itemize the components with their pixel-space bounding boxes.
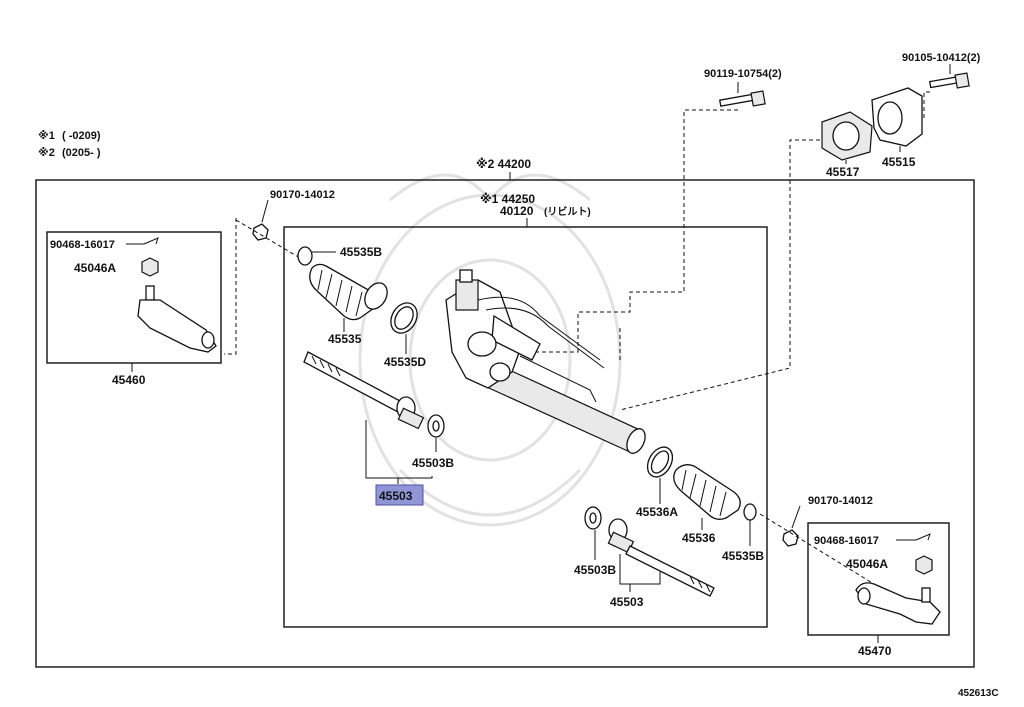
label-45503B-right: 45503B [574, 563, 616, 577]
dash-left-axis [235, 219, 301, 259]
note-1-mark: ※1 [38, 130, 55, 142]
assembly-frame-44250 [283, 226, 768, 628]
clamp-45535B-top [297, 246, 336, 266]
label-45503-right: 45503 [610, 595, 644, 609]
tie-rod-end-right [855, 533, 941, 625]
label-90170-right: 90170-14012 [808, 495, 873, 507]
label-45535B-bottom: 45535B [722, 549, 764, 563]
label-90119: 90119-10754(2) [704, 68, 782, 80]
bracket-45503-right [619, 554, 661, 585]
label-44250: ※1 44250 [480, 192, 535, 206]
label-45536A: 45536A [636, 505, 678, 519]
assembly-frame-44200 [35, 179, 975, 668]
label-45517: 45517 [826, 165, 860, 179]
rack-end-left [303, 351, 425, 430]
label-44200: ※2 44200 [476, 157, 531, 171]
clamp-45536A [646, 446, 674, 504]
label-45460: 45460 [112, 373, 146, 387]
bracket-45515 [871, 87, 923, 152]
note-2-mark: ※2 [38, 147, 55, 159]
label-45503-selected[interactable]: 45503 [379, 489, 413, 503]
label-45515: 45515 [882, 155, 916, 169]
label-90170-left: 90170-14012 [270, 189, 335, 201]
label-45046A-right: 45046A [846, 557, 888, 571]
label-40120: 40120 [500, 204, 534, 218]
label-45535D: 45535D [384, 355, 426, 369]
clamp-45535D [390, 302, 418, 354]
dash-bolt-right [923, 91, 930, 120]
bolt-90119 [718, 82, 766, 107]
dash-bolt-left [535, 109, 738, 353]
label-40120-note: (リビルト) [544, 205, 591, 218]
tie-rod-end-left [126, 237, 217, 353]
boot-45535 [309, 263, 388, 332]
rack-end-right [607, 518, 715, 597]
clamp-45535B-bottom [743, 503, 757, 546]
label-45535B-top: 45535B [340, 245, 382, 259]
washer-45503B-right [584, 506, 602, 560]
dash-left-end [224, 218, 237, 355]
label-45470: 45470 [858, 644, 892, 658]
boot-45536 [673, 464, 741, 530]
note-2-text: (0205- ) [62, 147, 101, 159]
dash-bracket [619, 139, 820, 411]
label-90468-left: 90468-16017 [50, 239, 115, 251]
label-45503B-left: 45503B [412, 456, 454, 470]
label-90468-right: 90468-16017 [814, 535, 879, 547]
bracket-45517 [821, 111, 873, 164]
highlight-45503 [375, 484, 424, 506]
nut-90170-right [782, 505, 801, 547]
label-45536: 45536 [682, 531, 716, 545]
label-45046A-left: 45046A [74, 261, 116, 275]
washer-45503B-left [427, 414, 445, 452]
note-1-text: ( -0209) [62, 130, 101, 142]
nut-90170-left [252, 199, 269, 241]
tie-rod-end-box-left [46, 231, 222, 364]
label-45535: 45535 [328, 332, 362, 346]
bolt-90105 [928, 64, 970, 89]
steering-gear-housing [445, 269, 646, 454]
label-90105: 90105-10412(2) [902, 52, 981, 64]
bracket-45503-left [365, 420, 433, 479]
figure-code: 452613C [958, 688, 999, 699]
